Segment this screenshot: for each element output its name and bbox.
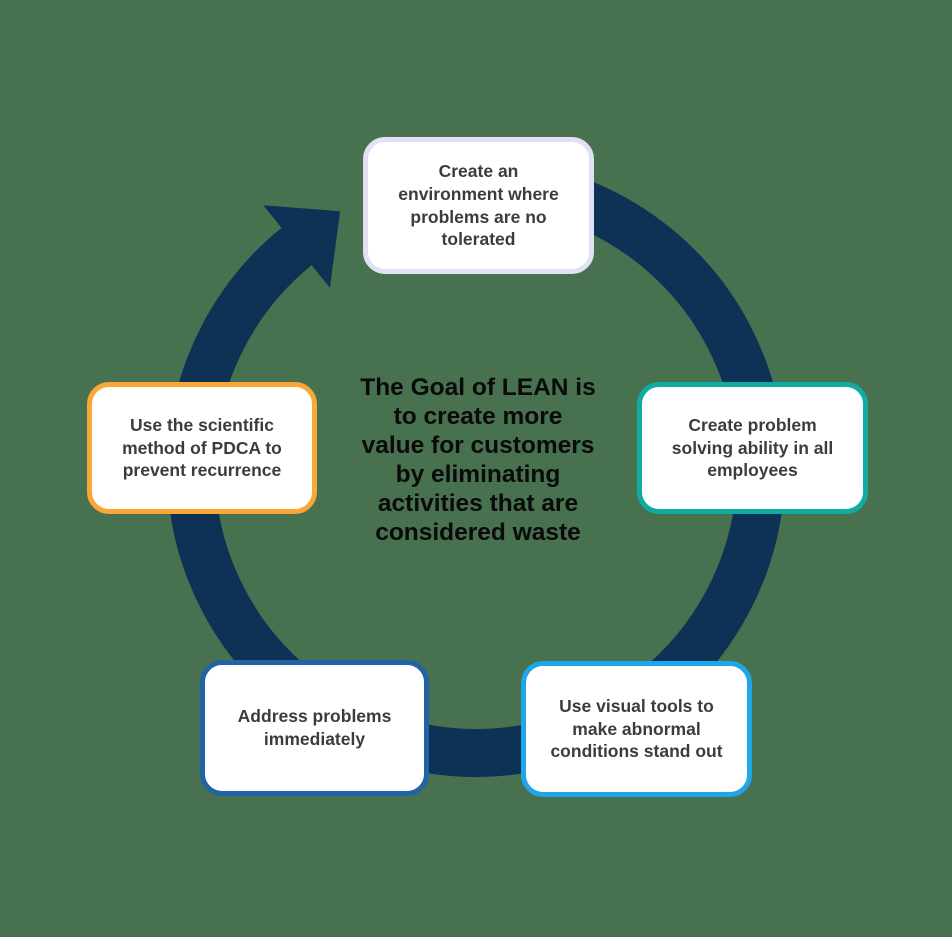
step-box-top: Create an environment where problems are… [363, 137, 594, 274]
goal-statement: The Goal of LEAN is to create more value… [360, 374, 596, 546]
step-label-bottom-left: Address problems immediately [237, 706, 392, 749]
step-box-bottom-right: Use visual tools to make abnormal condit… [521, 661, 752, 797]
step-box-left: Use the scientific method of PDCA to pre… [87, 382, 317, 514]
cycle-arrow-head-icon [263, 205, 341, 288]
step-box-right: Create problem solving ability in all em… [637, 382, 868, 514]
step-box-bottom-left: Address problems immediately [200, 660, 429, 796]
step-label-top: Create an environment where problems are… [398, 161, 559, 250]
step-label-right: Create problem solving ability in all em… [671, 414, 834, 481]
step-label-left: Use the scientific method of PDCA to pre… [122, 414, 282, 481]
step-label-bottom-right: Use visual tools to make abnormal condit… [550, 695, 723, 762]
